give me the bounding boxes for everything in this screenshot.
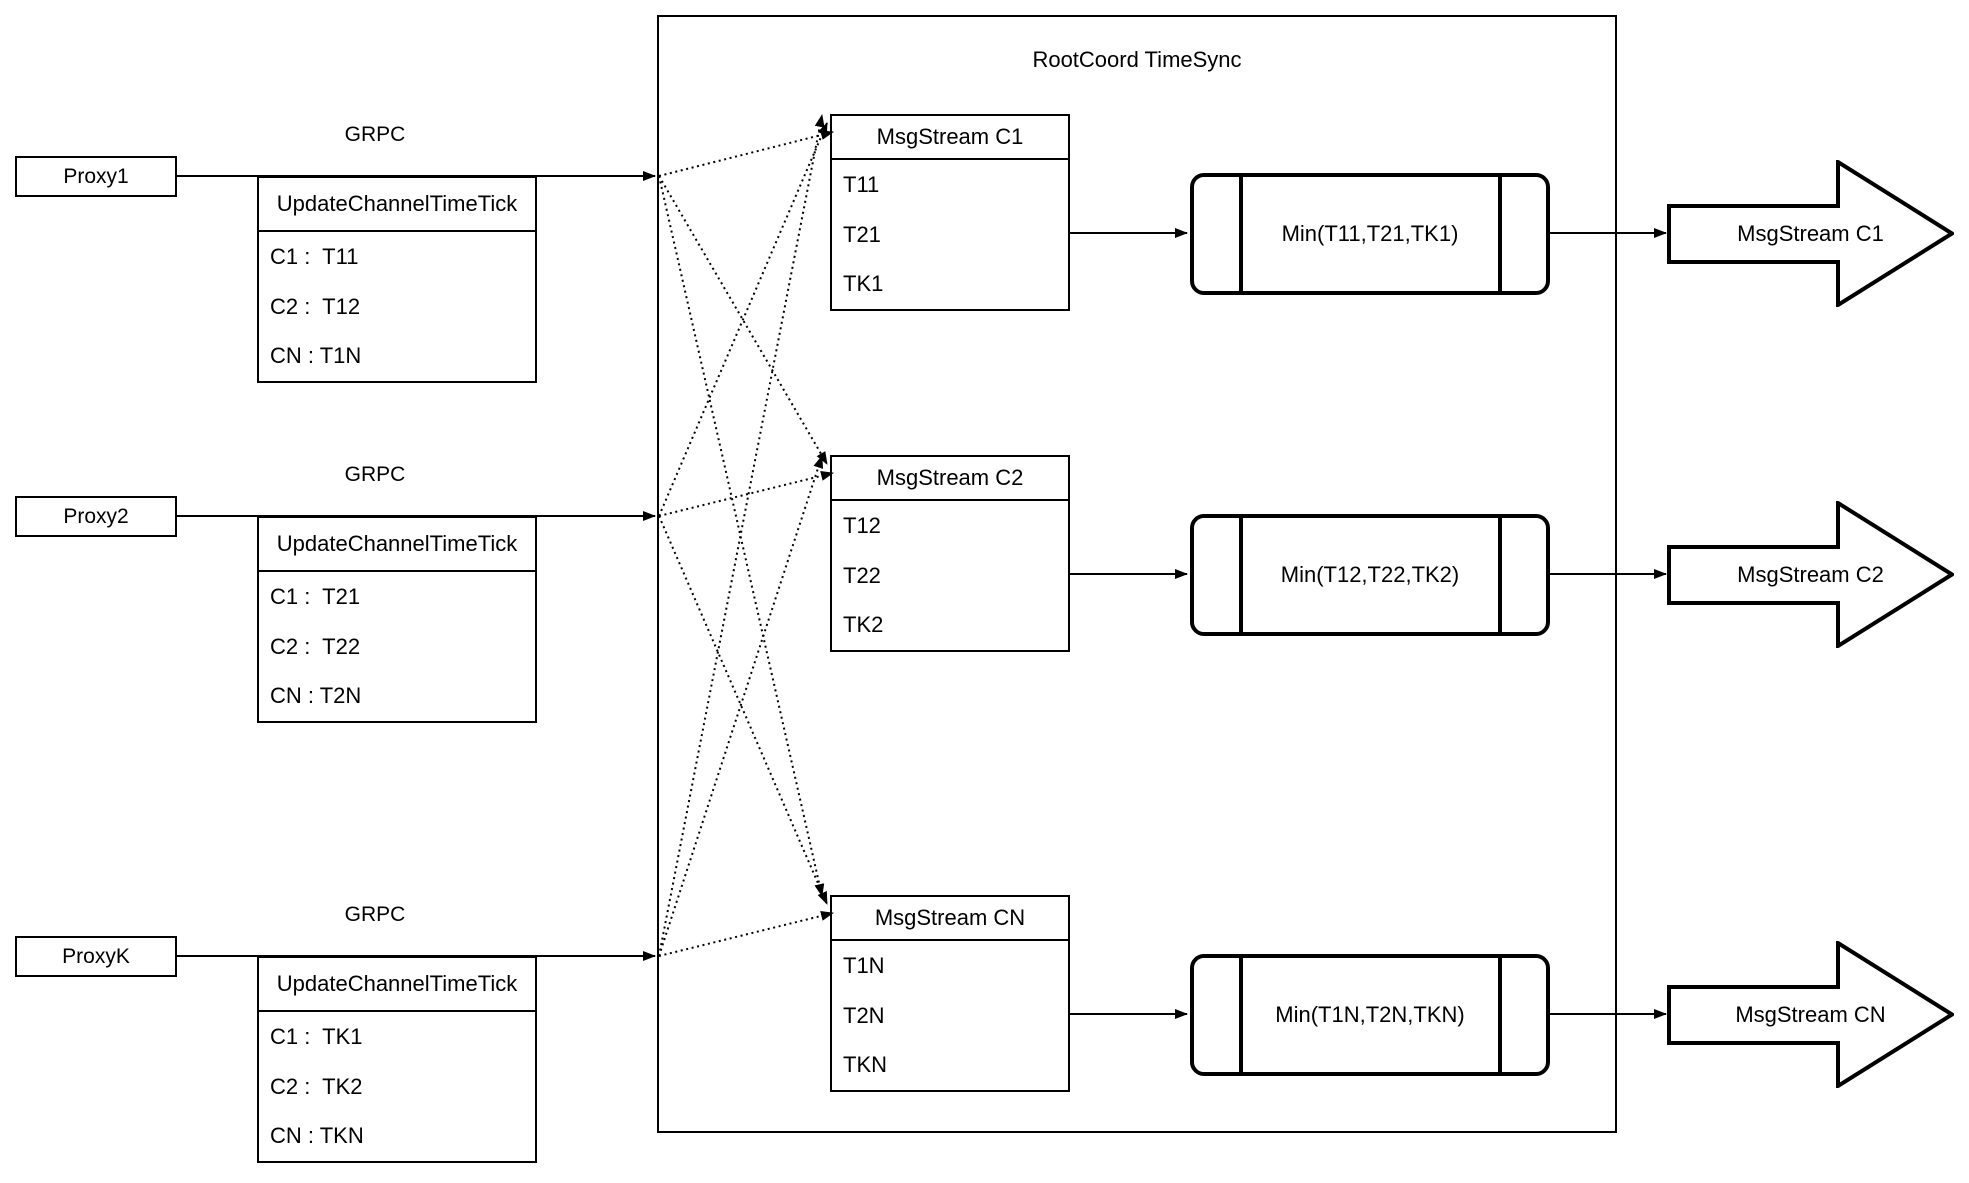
- msgstream-c1-row-t21: T21: [843, 221, 881, 247]
- timetick-table-3-row-c2: C2 : TK2: [270, 1073, 363, 1099]
- msgstream-c2-row-t12: T12: [843, 512, 881, 538]
- msgstream-c1-row-t11: T11: [843, 171, 880, 197]
- output-arrow-c1-shape: [1667, 158, 1956, 309]
- msgstream-c2-row-t22: T22: [843, 562, 881, 588]
- timetick-table-1: UpdateChannelTimeTick C1 : T11 C2 : T12 …: [257, 176, 537, 383]
- timetick-table-1-header: UpdateChannelTimeTick: [259, 178, 535, 232]
- timetick-table-3-row-c1: C1 : TK1: [270, 1023, 363, 1049]
- timetick-table-1-row-c2: C2 : T12: [270, 293, 361, 319]
- output-arrow-c2: MsgStream C2: [1667, 499, 1956, 650]
- timetick-table-1-row-cn: CN : T1N: [270, 343, 362, 369]
- proxyk-box: ProxyK: [15, 936, 177, 977]
- proxy2-box: Proxy2: [15, 496, 177, 537]
- msgstream-table-c2: MsgStream C2 T12 T22 TK2: [830, 455, 1070, 652]
- output-arrow-c1: MsgStream C1: [1667, 158, 1956, 309]
- msgstream-table-c1-header: MsgStream C1: [832, 116, 1068, 160]
- min-box-2: Min(T12,T22,TK2): [1190, 514, 1550, 636]
- proxy1-label: Proxy1: [63, 164, 129, 188]
- timetick-table-3-header: UpdateChannelTimeTick: [259, 958, 535, 1012]
- min-box-1-left-divider: [1239, 177, 1243, 291]
- output-arrow-c1-label: MsgStream C1: [1737, 220, 1884, 246]
- msgstream-table-c2-header: MsgStream C2: [832, 457, 1068, 501]
- proxy1-box: Proxy1: [15, 156, 177, 197]
- msgstream-table-c1: MsgStream C1 T11 T21 TK1: [830, 114, 1070, 311]
- timetick-table-2-row-cn: CN : T2N: [270, 683, 362, 709]
- min-box-3-label: Min(T1N,T2N,TKN): [1275, 1002, 1465, 1027]
- timetick-table-1-row-c1: C1 : T11: [270, 243, 359, 269]
- msgstream-cn-row-t1n: T1N: [843, 952, 885, 978]
- grpc-label-1: GRPC: [344, 123, 406, 146]
- msgstream-cn-row-t2n: T2N: [843, 1002, 885, 1028]
- msgstream-cn-row-tkn: TKN: [843, 1052, 887, 1078]
- min-box-2-label: Min(T12,T22,TK2): [1280, 562, 1460, 587]
- min-box-1-right-divider: [1498, 177, 1502, 291]
- proxy2-label: Proxy2: [63, 504, 129, 528]
- msgstream-table-cn: MsgStream CN T1N T2N TKN: [830, 895, 1070, 1092]
- msgstream-table-cn-header: MsgStream CN: [832, 897, 1068, 941]
- min-box-1: Min(T11,T21,TK1): [1190, 173, 1550, 295]
- timetick-table-2-row-c1: C1 : T21: [270, 583, 361, 609]
- output-arrow-c2-label: MsgStream C2: [1737, 561, 1884, 587]
- grpc-label-2: GRPC: [344, 463, 406, 486]
- grpc-label-3: GRPC: [344, 903, 406, 926]
- proxyk-label: ProxyK: [62, 944, 130, 968]
- rootcoord-timesync-title: RootCoord TimeSync: [1032, 47, 1242, 72]
- min-box-3-left-divider: [1239, 958, 1243, 1072]
- timetick-table-2-header: UpdateChannelTimeTick: [259, 518, 535, 572]
- timetick-table-2-row-c2: C2 : T22: [270, 633, 361, 659]
- min-box-2-left-divider: [1239, 518, 1243, 632]
- output-arrow-cn-label: MsgStream CN: [1735, 1001, 1886, 1027]
- min-box-3-right-divider: [1498, 958, 1502, 1072]
- msgstream-c1-row-tk1: TK1: [843, 271, 884, 297]
- min-box-1-label: Min(T11,T21,TK1): [1281, 221, 1459, 246]
- min-box-2-right-divider: [1498, 518, 1502, 632]
- output-arrow-c2-shape: [1667, 499, 1956, 650]
- timetick-table-2: UpdateChannelTimeTick C1 : T21 C2 : T22 …: [257, 516, 537, 723]
- min-box-3: Min(T1N,T2N,TKN): [1190, 954, 1550, 1076]
- timetick-table-3-row-cn: CN : TKN: [270, 1123, 364, 1149]
- msgstream-c2-row-tk2: TK2: [843, 612, 884, 638]
- output-arrow-cn: MsgStream CN: [1667, 939, 1956, 1090]
- output-arrow-cn-shape: [1667, 939, 1956, 1090]
- timetick-table-3: UpdateChannelTimeTick C1 : TK1 C2 : TK2 …: [257, 956, 537, 1163]
